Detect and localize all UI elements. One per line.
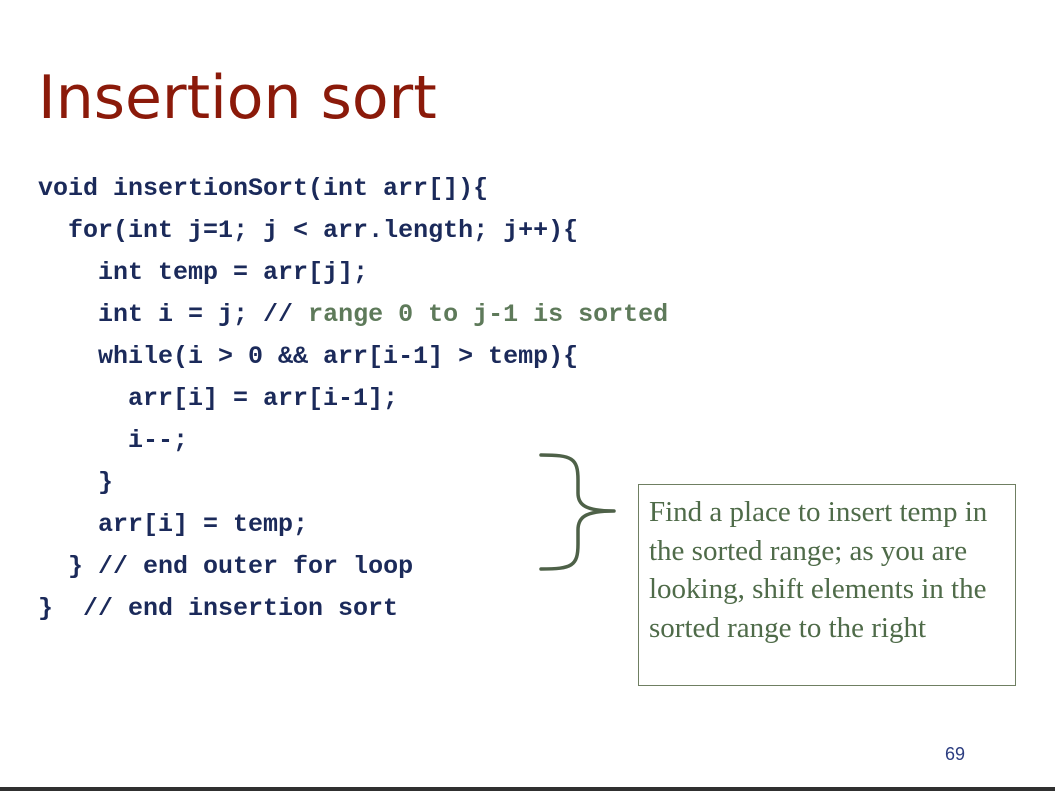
code-line: } // end outer for loop [38,546,668,588]
code-indent [38,216,68,245]
code-indent [38,342,98,371]
code-indent [38,384,128,413]
code-text: for(int j=1; j < arr.length; j++){ [68,216,579,245]
code-comment: range 0 to j-1 is sorted [308,300,669,329]
code-line: void insertionSort(int arr[]){ [38,168,668,210]
code-line: int temp = arr[j]; [38,252,668,294]
code-text: } // end insertion sort [38,594,399,623]
code-line: while(i > 0 && arr[i-1] > temp){ [38,336,668,378]
code-line: arr[i] = arr[i-1]; [38,378,668,420]
code-indent [38,552,68,581]
bottom-divider [0,787,1055,791]
code-text: arr[i] = arr[i-1]; [128,384,399,413]
code-text: } // end outer for loop [68,552,414,581]
slide-title: Insertion sort [38,63,437,133]
code-indent [38,258,98,287]
code-block: void insertionSort(int arr[]){ for(int j… [38,168,668,630]
code-line: for(int j=1; j < arr.length; j++){ [38,210,668,252]
code-indent [38,510,98,539]
right-curly-brace-icon [539,453,616,571]
code-text: arr[i] = temp; [98,510,309,539]
code-text: while(i > 0 && arr[i-1] > temp){ [98,342,579,371]
code-line: arr[i] = temp; [38,504,668,546]
code-indent [38,300,98,329]
code-line: } // end insertion sort [38,588,668,630]
callout-box: Find a place to insert temp in the sorte… [638,484,1016,686]
code-text: } [98,468,114,497]
code-text: void insertionSort(int arr[]){ [38,174,489,203]
code-line: i--; [38,420,668,462]
code-line: } [38,462,668,504]
code-line: int i = j; // range 0 to j-1 is sorted [38,294,668,336]
code-indent [38,468,98,497]
code-text: i--; [128,426,189,455]
code-text: int temp = arr[j]; [98,258,369,287]
code-text: int i = j; // [98,300,309,329]
slide-number: 69 [944,744,966,764]
code-indent [38,426,128,455]
